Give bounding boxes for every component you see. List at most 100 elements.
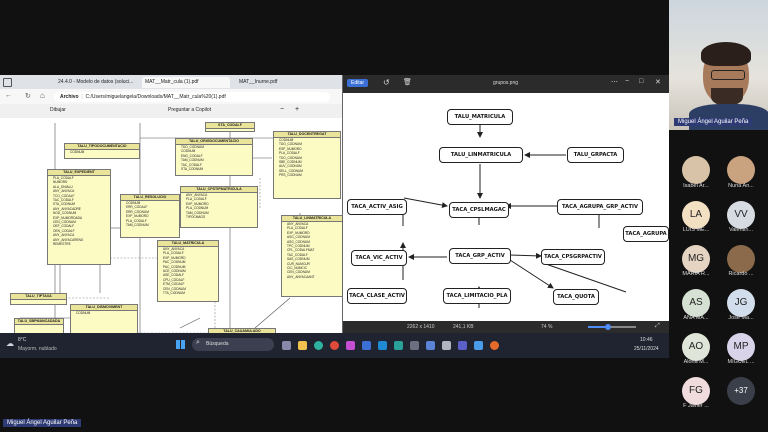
minimize-icon[interactable]: − bbox=[625, 78, 630, 85]
browser-window: 24.4.0 - Modelo de datos (soluci... MAT_… bbox=[0, 75, 342, 358]
home-icon[interactable]: ⌂ bbox=[40, 91, 45, 100]
participant-avatar[interactable]: MP bbox=[727, 333, 755, 361]
participant-avatar[interactable]: AS bbox=[682, 289, 710, 317]
zoom-plus-icon[interactable]: + bbox=[295, 106, 300, 113]
app-icon[interactable] bbox=[410, 341, 419, 350]
participant-name: Ricardo ... bbox=[728, 271, 754, 277]
app-icon[interactable] bbox=[442, 341, 451, 350]
maximize-icon[interactable]: □ bbox=[639, 78, 644, 85]
participant-name: ANA MA... bbox=[683, 315, 709, 321]
copilot-button[interactable]: Preguntar a Copilot bbox=[168, 107, 212, 113]
viewer-statusbar: 2262 x 1410 241,1 KB 74 % ⤢ bbox=[343, 321, 669, 333]
viewer-toolbar: Editar ↺ 🗑 grupos.png ⋯ − □ ✕ bbox=[343, 75, 669, 93]
node-taca-quota: TACA_QUOTA bbox=[553, 289, 599, 305]
weather-temp: 8°C bbox=[18, 337, 27, 343]
participant-name: Valentin... bbox=[728, 227, 754, 233]
participant-name: Isabel Ar... bbox=[683, 183, 709, 189]
participant-name: Jose Ma... bbox=[728, 315, 754, 321]
tab-modelo[interactable]: 24.4.0 - Modelo de datos (soluci... bbox=[58, 79, 134, 85]
node-talu-grpacta: TALU_GRPACTA bbox=[567, 147, 624, 163]
teams-icon[interactable] bbox=[458, 341, 467, 350]
fullscreen-icon[interactable]: ⤢ bbox=[655, 323, 660, 329]
search-icon: ⌕ bbox=[196, 339, 200, 346]
image-viewer-window: Editar ↺ 🗑 grupos.png ⋯ − □ ✕ bbox=[342, 75, 669, 358]
app-icon[interactable] bbox=[474, 341, 483, 350]
address-input[interactable]: Archivo | C:/Users/miguelangela/Download… bbox=[54, 92, 330, 102]
app-icon[interactable] bbox=[362, 341, 371, 350]
presenter-video bbox=[669, 0, 768, 130]
pdf-table: TALU_MATRICULA ANY_ANYACA PLA_CODALF EXP… bbox=[157, 240, 219, 302]
app-icon[interactable] bbox=[394, 341, 403, 350]
start-icon[interactable] bbox=[176, 340, 185, 349]
pdf-table: TALU_LINMATRICULA ANY_ANYACA PLA_CODALF … bbox=[281, 215, 342, 297]
taskview-icon[interactable] bbox=[282, 341, 291, 350]
address-url: C:/Users/miguelangela/Downloads/MAT__Mat… bbox=[85, 94, 226, 100]
firefox-icon[interactable] bbox=[490, 341, 499, 350]
image-dimensions: 2262 x 1410 bbox=[407, 324, 435, 330]
clock-time: 10:46 bbox=[640, 337, 653, 343]
shared-screen: 24.4.0 - Modelo de datos (soluci... MAT_… bbox=[0, 75, 669, 358]
more-icon[interactable]: ⋯ bbox=[611, 79, 618, 86]
node-talu-matricula: TALU_MATRICULA bbox=[447, 109, 513, 125]
browser-menu-icon[interactable] bbox=[3, 78, 12, 87]
back-icon[interactable]: ← bbox=[5, 92, 12, 99]
presenter-glasses bbox=[711, 70, 745, 80]
taskbar-search[interactable]: ⌕ Búsqueda bbox=[192, 338, 274, 351]
draw-button[interactable]: Dibujar bbox=[50, 107, 66, 113]
windows-taskbar: ☁ 8°C Mayorm. nublado ⌕ Búsqueda 10:46 2… bbox=[0, 333, 669, 358]
node-taca-limitacio-pla: TACA_LIMITACIO_PLA bbox=[443, 288, 511, 304]
more-participants-button[interactable]: +37 bbox=[727, 377, 755, 405]
node-taca-cpslmagac: TACA_CPSLMAGAC bbox=[449, 202, 509, 218]
vscode-icon[interactable] bbox=[378, 341, 387, 350]
participant-name: LUIS ME... bbox=[682, 227, 710, 233]
participant-avatar[interactable] bbox=[727, 156, 755, 184]
participant-name: MIGUEL ... bbox=[727, 359, 755, 365]
participant-avatar[interactable]: JG bbox=[727, 289, 755, 317]
node-taca-grp-activ: TACA_GRP_ACTIV bbox=[449, 248, 511, 264]
app-icon[interactable] bbox=[426, 341, 435, 350]
pdf-table: TALU_ORIGDOCUMENTACIO TDO_CODNUM CODNUM … bbox=[175, 138, 253, 176]
edit-button[interactable]: Editar bbox=[347, 79, 369, 87]
participant-avatar[interactable]: VV bbox=[727, 201, 755, 229]
explorer-icon[interactable] bbox=[298, 341, 307, 350]
close-icon[interactable]: ✕ bbox=[655, 79, 661, 86]
pdf-table: TALU_TIPODOCUMENTACIO CODNUM bbox=[64, 143, 140, 159]
node-talu-linmatricula: TALU_LINMATRICULA bbox=[439, 147, 523, 163]
pdf-table: TALU_CPSTIPMATRICULA ANY_ANYACA PLA_CODA… bbox=[180, 186, 258, 228]
node-taca-cpsgrpactiv: TACA_CPSGRPACTIV bbox=[541, 249, 605, 265]
presenter-shirt bbox=[689, 104, 768, 130]
refresh-icon[interactable]: ↻ bbox=[25, 93, 31, 100]
zoom-slider-track[interactable] bbox=[588, 326, 636, 328]
participant-name: MARIA R... bbox=[682, 271, 710, 277]
presenter-hair bbox=[701, 42, 751, 66]
tab-inurne-pdf[interactable]: MAT__Inurne.pdf bbox=[239, 79, 278, 85]
search-placeholder: Búsqueda bbox=[206, 341, 229, 347]
participant-avatar[interactable] bbox=[682, 156, 710, 184]
node-taca-activ-asig: TACA_ACTIV_ASIG bbox=[347, 199, 407, 215]
pdf-toolbar: Dibujar Preguntar a Copilot − + bbox=[0, 104, 342, 119]
zoom-minus-icon[interactable]: − bbox=[280, 106, 285, 113]
weather-desc: Mayorm. nublado bbox=[18, 346, 57, 352]
tab-matricula-pdf[interactable]: MAT__Matr_cula (1).pdf bbox=[142, 77, 230, 88]
chrome-icon[interactable] bbox=[330, 341, 339, 350]
participant-avatar[interactable]: MG bbox=[682, 245, 710, 273]
delete-icon[interactable]: 🗑 bbox=[403, 79, 412, 86]
pdf-table: TALU_SBPMANCADADA bbox=[14, 318, 64, 334]
tab-bar: 24.4.0 - Modelo de datos (soluci... MAT_… bbox=[0, 75, 342, 89]
zoom-level: 74 % bbox=[541, 324, 553, 330]
participant-avatar[interactable] bbox=[727, 245, 755, 273]
participant-name: Alona M... bbox=[683, 359, 709, 365]
participant-avatar[interactable]: AO bbox=[682, 333, 710, 361]
node-taca-agrupa: TACA_AGRUPA bbox=[623, 226, 669, 242]
edge-icon[interactable] bbox=[314, 341, 323, 350]
rotate-icon[interactable]: ↺ bbox=[383, 78, 390, 87]
filename: grupos.png bbox=[493, 80, 519, 86]
participant-avatar[interactable]: FG bbox=[682, 377, 710, 405]
participant-avatar[interactable]: LA bbox=[682, 201, 710, 229]
screen-share-owner-label: Miguel Ángel Aguilar Peña bbox=[3, 419, 82, 427]
zoom-slider-thumb[interactable] bbox=[604, 324, 611, 330]
participant-name: F Javier ... bbox=[683, 403, 709, 409]
app-icon[interactable] bbox=[346, 341, 355, 350]
pdf-diagram: TALU_TIPODOCUMENTACIO CODNUM TALU_EXPEDI… bbox=[0, 118, 342, 358]
pdf-table: STA_CODALF bbox=[205, 122, 255, 132]
